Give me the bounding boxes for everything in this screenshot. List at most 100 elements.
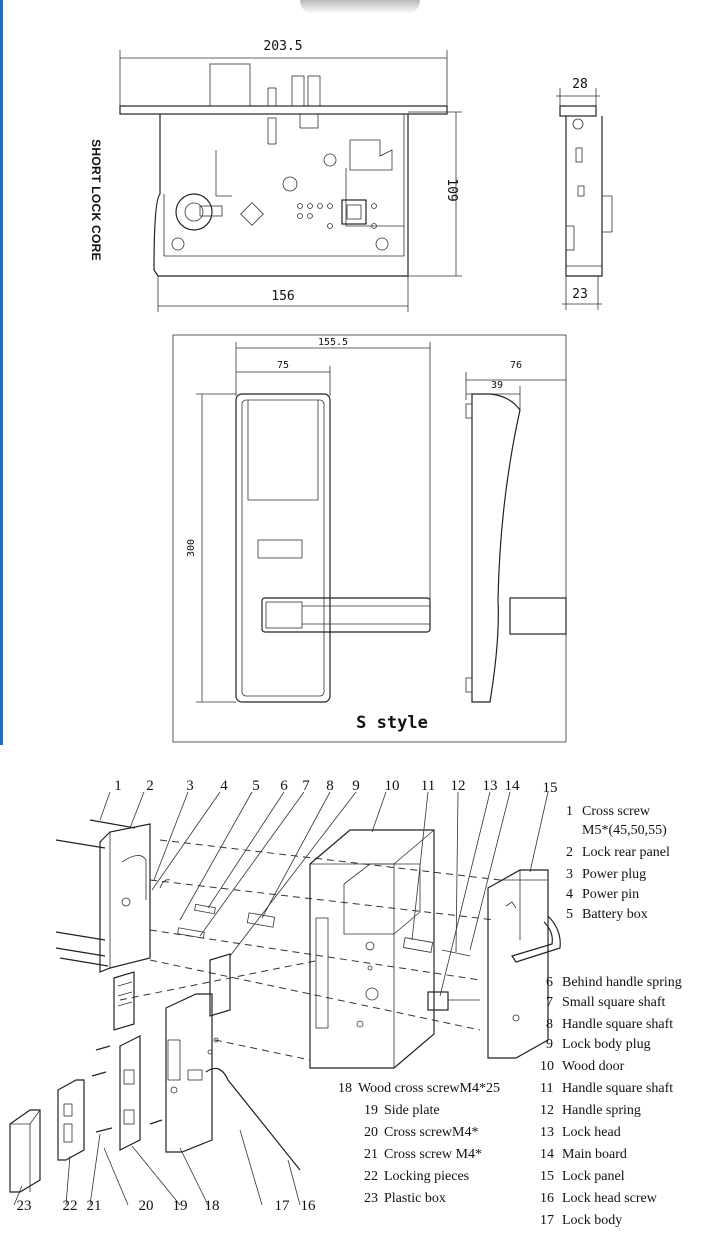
dim-handle-width: 155.5: [318, 337, 348, 348]
callout-1: 1: [114, 778, 122, 794]
callout-17: 17: [275, 1198, 291, 1214]
callout-16: 16: [301, 1198, 317, 1214]
callout-3: 3: [186, 778, 194, 794]
svg-text:Cross screw: Cross screw: [582, 804, 651, 819]
svg-text:22: 22: [364, 1169, 378, 1184]
svg-text:8: 8: [546, 1017, 553, 1032]
svg-text:Power pin: Power pin: [582, 887, 639, 902]
legend-row: 1 Cross screw: [566, 804, 651, 819]
svg-text:18: 18: [338, 1081, 352, 1096]
svg-text:Cross screwM4*: Cross screwM4*: [384, 1125, 479, 1140]
svg-text:Small square shaft: Small square shaft: [562, 995, 666, 1010]
legend-row: M5*(45,50,55): [582, 823, 667, 838]
legend-row: 12 Handle spring: [540, 1103, 641, 1118]
lock-core-side-view: 28 23: [556, 77, 613, 310]
callout-14: 14: [505, 778, 521, 794]
legend-row: 23 Plastic box: [364, 1191, 446, 1206]
svg-text:13: 13: [540, 1125, 554, 1140]
legend-row: 18 Wood cross screwM4*25: [338, 1081, 500, 1096]
svg-text:Cross screw M4*: Cross screw M4*: [384, 1147, 482, 1162]
callout-6: 6: [280, 778, 288, 794]
dim-core-width: 203.5: [263, 39, 302, 54]
legend-row: 5 Battery box: [566, 907, 648, 922]
legend-row: 13 Lock head: [540, 1125, 621, 1140]
svg-text:Lock panel: Lock panel: [562, 1169, 625, 1184]
legend-row: 2 Lock rear panel: [566, 845, 670, 860]
callout-18: 18: [205, 1198, 220, 1214]
legend-row: 22 Locking pieces: [364, 1169, 469, 1184]
svg-text:16: 16: [540, 1191, 554, 1206]
svg-text:2: 2: [566, 845, 573, 860]
dim-side-top: 28: [572, 77, 588, 92]
legend-row: 6 Behind handle spring: [546, 975, 682, 990]
svg-text:Main board: Main board: [562, 1147, 627, 1162]
callout-10: 10: [385, 778, 400, 794]
parts-legend-right: 1 Cross screw M5*(45,50,55) 2 Lock rear pa…: [540, 804, 682, 1228]
svg-text:M5*(45,50,55): M5*(45,50,55): [582, 823, 667, 838]
legend-row: 17 Lock body: [540, 1213, 622, 1228]
callout-15: 15: [543, 780, 558, 796]
svg-text:12: 12: [540, 1103, 554, 1118]
legend-row: 14 Main board: [540, 1147, 627, 1162]
svg-text:Wood cross screwM4*25: Wood cross screwM4*25: [358, 1081, 500, 1096]
svg-text:19: 19: [364, 1103, 378, 1118]
legend-row: 11 Handle square shaft: [540, 1081, 673, 1096]
svg-text:Locking pieces: Locking pieces: [384, 1169, 469, 1184]
svg-text:6: 6: [546, 975, 553, 990]
dim-core-base: 156: [271, 289, 294, 304]
lock-core-front-view: 203.5 109: [119, 39, 462, 312]
svg-text:10: 10: [540, 1059, 554, 1074]
svg-text:Plastic box: Plastic box: [384, 1191, 446, 1206]
svg-text:Battery box: Battery box: [582, 907, 648, 922]
svg-text:5: 5: [566, 907, 573, 922]
callout-19: 19: [173, 1198, 188, 1214]
svg-text:Lock rear panel: Lock rear panel: [582, 845, 670, 860]
callout-13: 13: [483, 778, 498, 794]
svg-text:4: 4: [566, 887, 573, 902]
s-style-drawing: 155.5 75 300 76 39 S style: [172, 334, 567, 743]
svg-text:Handle square shaft: Handle square shaft: [562, 1017, 673, 1032]
svg-text:14: 14: [540, 1147, 554, 1162]
legend-row: 15 Lock panel: [540, 1169, 625, 1184]
svg-text:Handle square shaft: Handle square shaft: [562, 1081, 673, 1096]
svg-text:3: 3: [566, 867, 573, 882]
svg-text:9: 9: [546, 1037, 553, 1052]
callout-21: 21: [87, 1198, 102, 1214]
callout-20: 20: [139, 1198, 154, 1214]
dim-handle-inner: 75: [277, 360, 289, 371]
svg-text:17: 17: [540, 1213, 554, 1228]
legend-row: 9 Lock body plug: [546, 1037, 651, 1052]
svg-text:1: 1: [566, 804, 573, 819]
dim-side-bottom: 23: [572, 287, 588, 302]
svg-text:Handle spring: Handle spring: [562, 1103, 641, 1118]
left-accent-bar: [0, 0, 3, 745]
svg-text:23: 23: [364, 1191, 378, 1206]
svg-text:Behind handle spring: Behind handle spring: [562, 975, 682, 990]
dim-profile-depth: 76: [510, 360, 522, 371]
svg-text:15: 15: [540, 1169, 554, 1184]
svg-text:Lock head screw: Lock head screw: [562, 1191, 658, 1206]
dim-profile-inner: 39: [491, 380, 503, 391]
legend-row: 21 Cross screw M4*: [364, 1147, 482, 1162]
callout-12: 12: [451, 778, 466, 794]
svg-text:Wood door: Wood door: [562, 1059, 625, 1074]
callout-5: 5: [252, 778, 260, 794]
svg-text:Lock head: Lock head: [562, 1125, 621, 1140]
svg-text:21: 21: [364, 1147, 378, 1162]
legend-row: 20 Cross screwM4*: [364, 1125, 479, 1140]
svg-text:Lock body: Lock body: [562, 1213, 622, 1228]
svg-text:Lock body plug: Lock body plug: [562, 1037, 651, 1052]
s-style-label: S style: [356, 713, 428, 733]
legend-row: 3 Power plug: [566, 867, 646, 882]
svg-text:Power plug: Power plug: [582, 867, 646, 882]
legend-row: 8 Handle square shaft: [546, 1017, 673, 1032]
callout-11: 11: [421, 778, 435, 794]
callout-7: 7: [302, 778, 310, 794]
dim-handle-height: 300: [186, 539, 197, 557]
legend-row: 4 Power pin: [566, 887, 639, 902]
svg-text:11: 11: [540, 1081, 553, 1096]
svg-text:20: 20: [364, 1125, 378, 1140]
